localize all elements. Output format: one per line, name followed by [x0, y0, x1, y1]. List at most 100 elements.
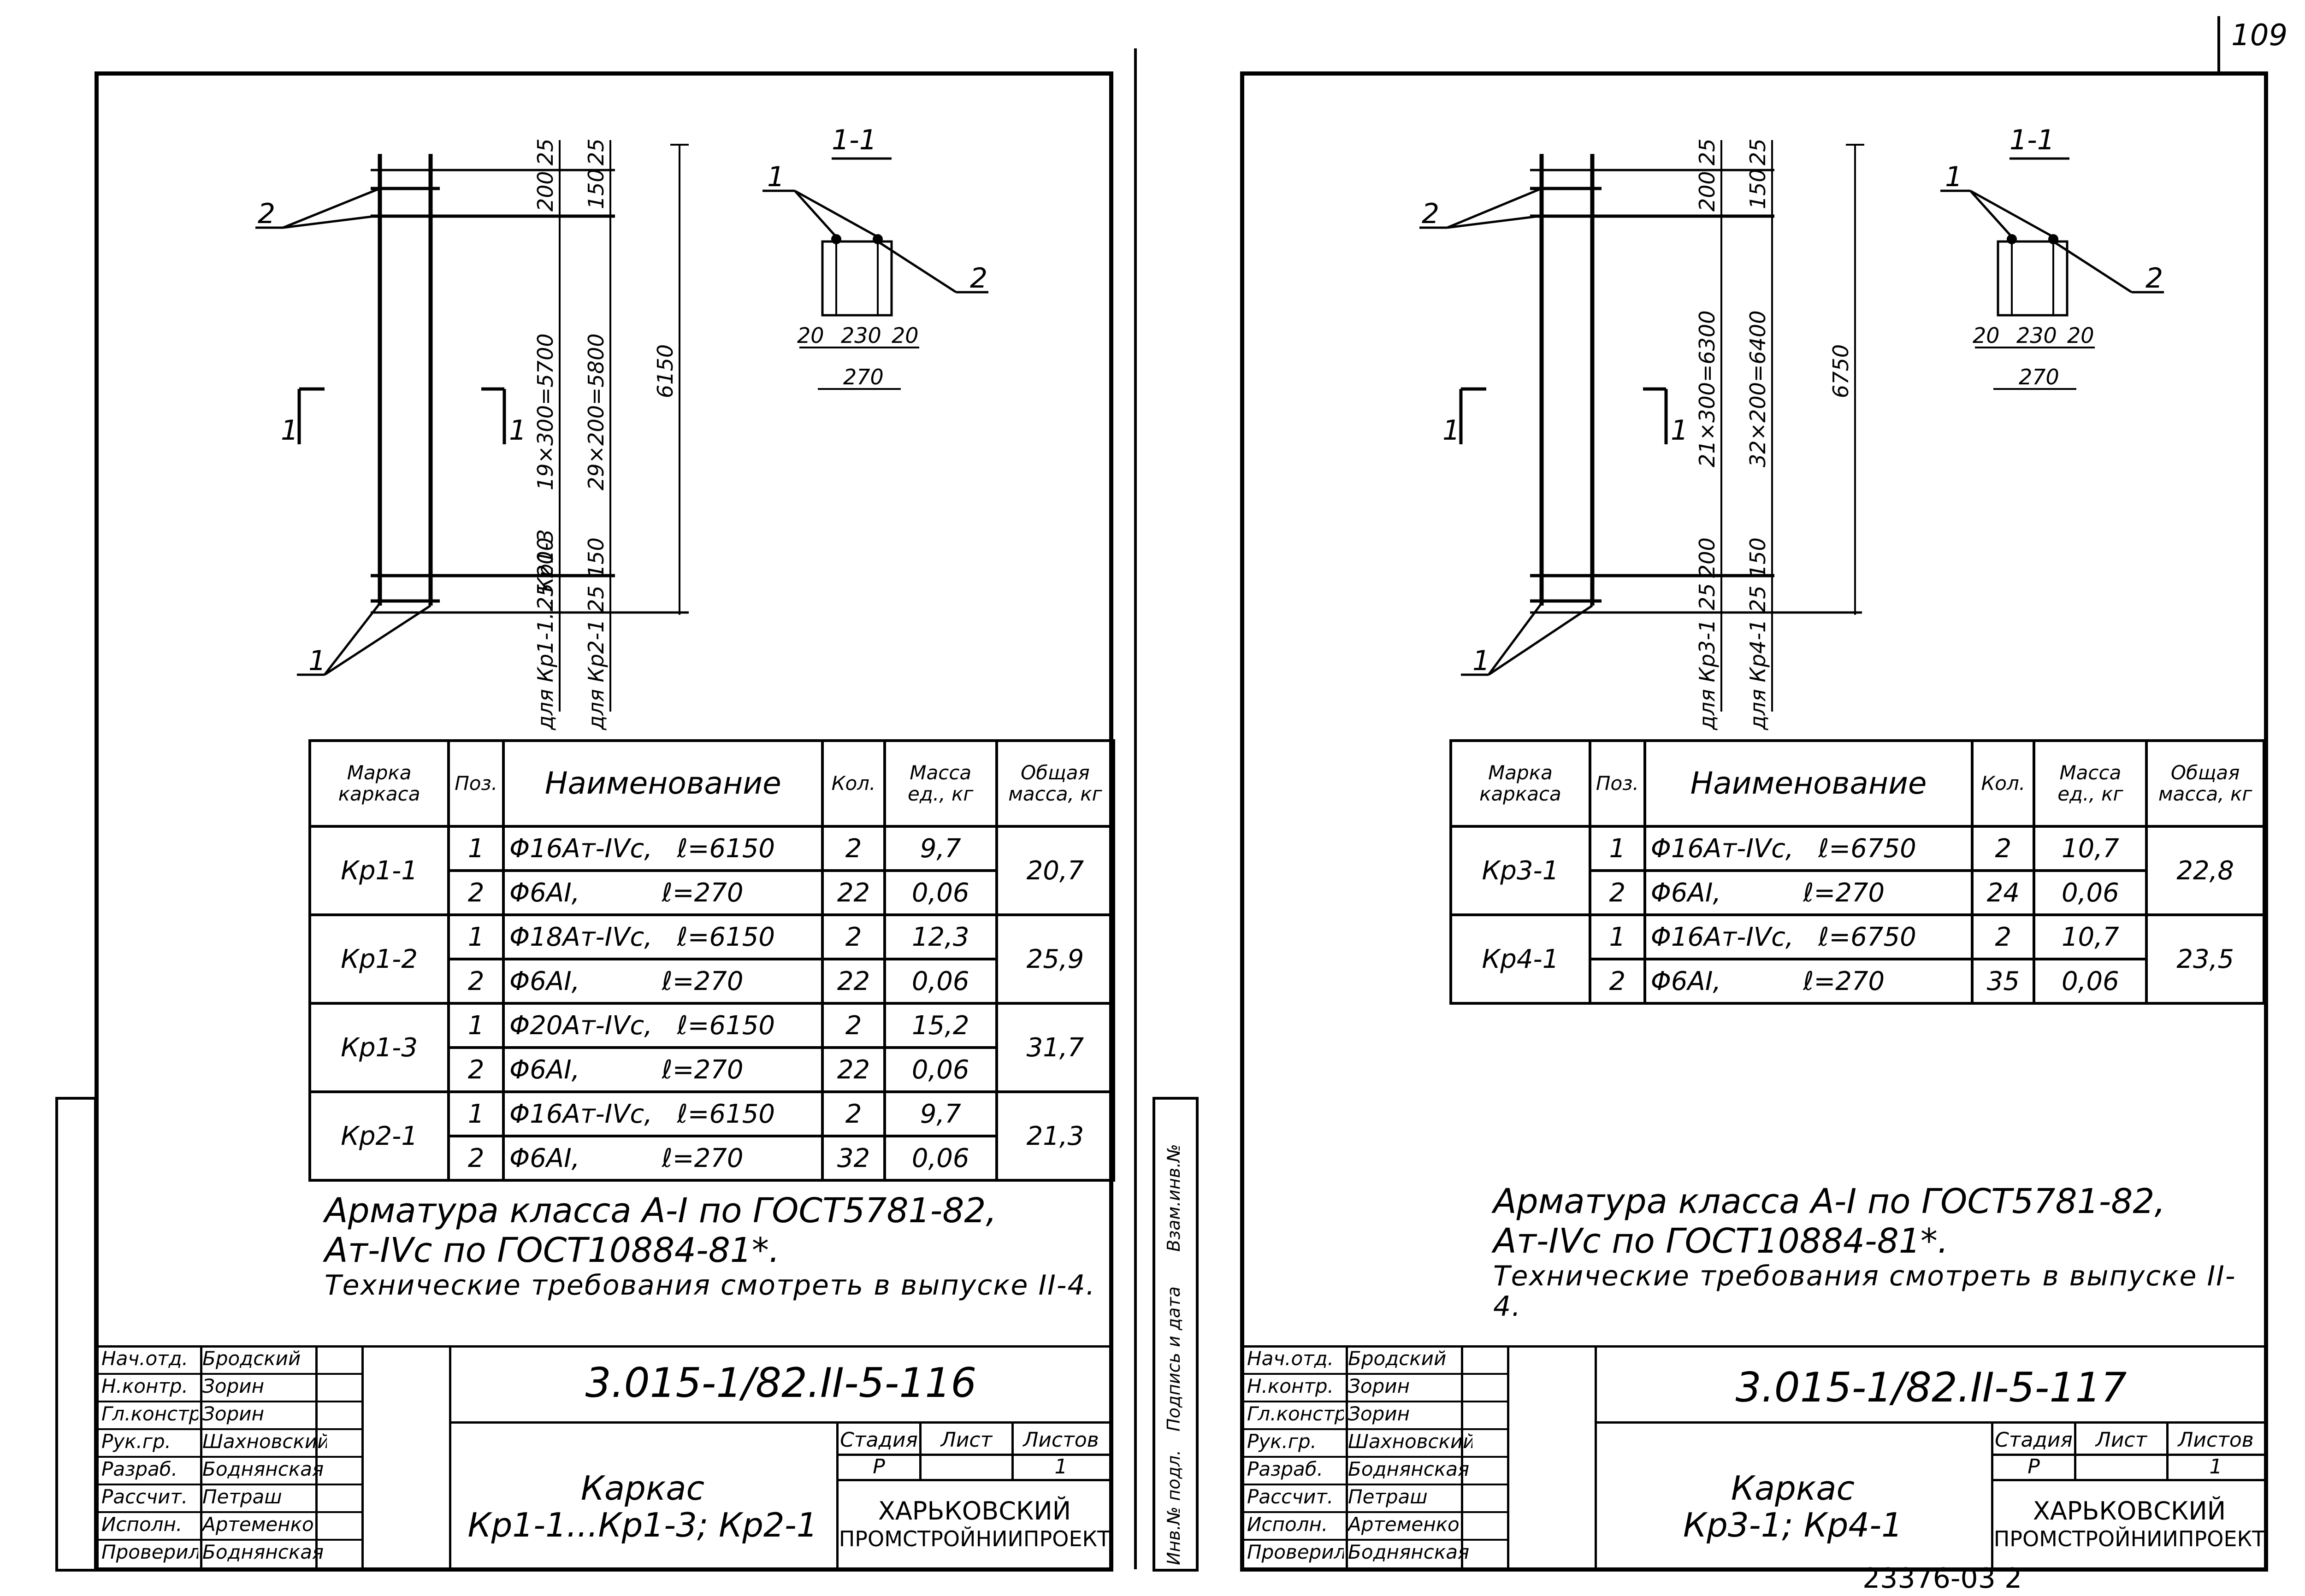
- sheets-value: 1: [2209, 1455, 2222, 1478]
- cage-drawing-right: 2 1 1 1 25 200 21×300=6300 25 200 25: [1244, 76, 2258, 730]
- sheets-label: Листов: [2178, 1428, 2254, 1452]
- drawing-code: 3.015-1/82.II-5-116: [585, 1359, 977, 1407]
- table-row: 2 Φ6АI, ℓ=270 22 0,06: [310, 1046, 1114, 1093]
- cut-mark-right-a: 1: [1442, 414, 1460, 447]
- dim-a-bot-200: 200: [1695, 537, 1720, 578]
- callout-top-left: 2: [258, 198, 275, 230]
- stage-value: Р: [873, 1455, 885, 1478]
- note-line-2: Ат-IVс по ГОСТ10884-81*.: [325, 1231, 780, 1270]
- side-label-inv: Инв.№ подл.: [1164, 1449, 1184, 1565]
- callout-top-right: 2: [1422, 198, 1439, 230]
- dim-b-span: 29×200=5800: [584, 334, 609, 491]
- signature-row: Нач.отд. Бродский: [99, 1345, 361, 1375]
- signature-row: Гл.констр. Зорин: [1244, 1401, 1507, 1430]
- table-row: 2 Φ6АI, ℓ=270 24 0,06: [1451, 869, 2264, 916]
- cell-mass: 0,06: [883, 958, 998, 1005]
- section-dim-right: 20: [892, 323, 919, 348]
- cell-mass: 0,06: [2033, 869, 2148, 916]
- callout-bottom-right: 1: [1472, 645, 1490, 677]
- cell-name: Φ6АI, ℓ=270: [502, 1135, 824, 1182]
- cell-name: Φ16Ат-IVс, ℓ=6150: [502, 825, 824, 872]
- cell-mass: 0,06: [883, 869, 998, 916]
- cell-name: Φ16Ат-IVс, ℓ=6750: [1643, 913, 1974, 960]
- sheets-label: Листов: [1023, 1428, 1099, 1452]
- cell-mark: Кр1-3: [308, 1002, 450, 1093]
- cell-mark: Кр1-2: [308, 913, 450, 1005]
- cell-total: 23,5: [2145, 913, 2265, 1005]
- section-dim-total: 270: [843, 365, 884, 389]
- left-edge-strip: [55, 1097, 97, 1572]
- col-unit-mass: Масса ед., кг: [883, 739, 998, 828]
- signature-row: Разраб. Боднянская: [99, 1456, 361, 1485]
- organization-line-1: ХАРЬКОВСКИЙ: [878, 1496, 1071, 1525]
- col-unit-mass: Масса ед., кг: [2033, 739, 2148, 828]
- side-label-sign: Подпись и дата: [1164, 1286, 1184, 1431]
- cell-total: 31,7: [995, 1002, 1116, 1093]
- cell-name: Φ6АI, ℓ=270: [1643, 869, 1974, 916]
- dim-b-top: 25: [584, 138, 609, 165]
- cell-mark: Кр4-1: [1449, 913, 1591, 1005]
- dim-a-span: 21×300=6300: [1695, 311, 1720, 468]
- section-callout-1: 1: [767, 161, 785, 193]
- organization-line-2: ПРОМСТРОЙНИИПРОЕКТ: [1993, 1526, 2265, 1551]
- dim-label-a: для Кр3-1: [1695, 619, 1720, 731]
- signature-row: Проверил Боднянская: [101, 1541, 324, 1563]
- table-row: Кр4-1 1 Φ16Ат-IVс, ℓ=6750 2 10,7 23,5: [1449, 913, 2265, 1005]
- cell-total: 20,7: [995, 825, 1116, 916]
- section-callout-1: 1: [1945, 161, 1962, 193]
- signature-row: Н.контр. Зорин: [99, 1373, 361, 1402]
- cell-mass: 15,2: [883, 1002, 998, 1049]
- note-line-1: Арматура класса А-I по ГОСТ5781-82,: [1493, 1182, 2165, 1221]
- cut-mark-left-a: 1: [281, 414, 298, 447]
- cell-pos: 2: [447, 1046, 505, 1093]
- dim-b-top: 25: [1745, 138, 1770, 165]
- cell-mass: 10,7: [2033, 913, 2148, 960]
- dim-b-150: 150: [1745, 169, 1770, 209]
- note-line-3: Технические требования смотреть в выпуск…: [1493, 1260, 2236, 1323]
- cell-name: Φ18Ат-IVс, ℓ=6150: [502, 913, 824, 960]
- cell-name: Φ6АI, ℓ=270: [502, 869, 824, 916]
- col-name: Наименование: [1643, 739, 1974, 828]
- dim-label-b: для Кр2-1: [584, 619, 609, 731]
- signature-row: Рассчит. Петраш: [1244, 1484, 1507, 1513]
- side-strip: Инв.№ подл. Подпись и дата Взам.инв.№: [1152, 1097, 1199, 1572]
- section-callout-2: 2: [2145, 262, 2163, 294]
- signature-row: Проверил Боднянская: [1247, 1541, 1470, 1563]
- signature-row: Гл.констр. Зорин: [99, 1401, 361, 1430]
- note-line-3: Технические требования смотреть в выпуск…: [325, 1269, 1096, 1302]
- dim-a-bot-25: 25: [533, 583, 558, 610]
- table-row: Кр3-1 1 Φ16Ат-IVс, ℓ=6750 2 10,7 22,8: [1449, 825, 2265, 916]
- spec-header-row: Марка каркаса Поз. Наименование Кол. Мас…: [1449, 739, 2265, 828]
- sheets-value: 1: [1054, 1455, 1068, 1478]
- signature-row: Рук.гр. Шахновский: [99, 1428, 361, 1458]
- side-label-replace: Взам.инв.№: [1164, 1144, 1184, 1252]
- dim-b-bot-25: 25: [1745, 585, 1770, 612]
- cell-total: 25,9: [995, 913, 1116, 1005]
- cell-mass: 0,06: [883, 1046, 998, 1093]
- col-pos: Поз.: [447, 739, 505, 828]
- section-dim-mid: 230: [841, 323, 881, 348]
- dim-b-bot-150: 150: [584, 537, 609, 578]
- col-qty: Кол.: [1971, 739, 2036, 828]
- sheet-divider: [1134, 48, 1137, 1569]
- cell-qty: 22: [821, 958, 886, 1005]
- cell-mark: Кр1-1: [308, 825, 450, 916]
- dim-total: 6150: [653, 344, 678, 398]
- drawing-title-line-2: Кр3-1; Кр4-1: [1683, 1506, 1903, 1544]
- cell-name: Φ6АI, ℓ=270: [502, 1046, 824, 1093]
- dim-b-150: 150: [584, 169, 609, 209]
- col-total-mass: Общая масса, кг: [2145, 739, 2265, 828]
- section-label: 1-1: [832, 124, 877, 156]
- sheet-label: Лист: [940, 1428, 993, 1452]
- archive-code: 23376-03 2: [1862, 1562, 2022, 1595]
- cell-qty: 2: [821, 913, 886, 960]
- cell-pos: 1: [1588, 913, 1646, 960]
- section-1-1-right: 1-1 1 2 20 230 20 270: [1940, 124, 2164, 390]
- cell-mark: Кр3-1: [1449, 825, 1591, 916]
- cut-mark-right-b: 1: [1671, 414, 1688, 447]
- table-row: Кр1-1 1 Φ16Ат-IVс, ℓ=6150 2 9,7 20,7: [308, 825, 1116, 916]
- page-number: 109: [2231, 18, 2288, 53]
- organization-line-2: ПРОМСТРОЙНИИПРОЕКТ: [839, 1526, 1111, 1551]
- drawing-title-line-1: Каркас: [1731, 1469, 1855, 1508]
- cell-mass: 12,3: [883, 913, 998, 960]
